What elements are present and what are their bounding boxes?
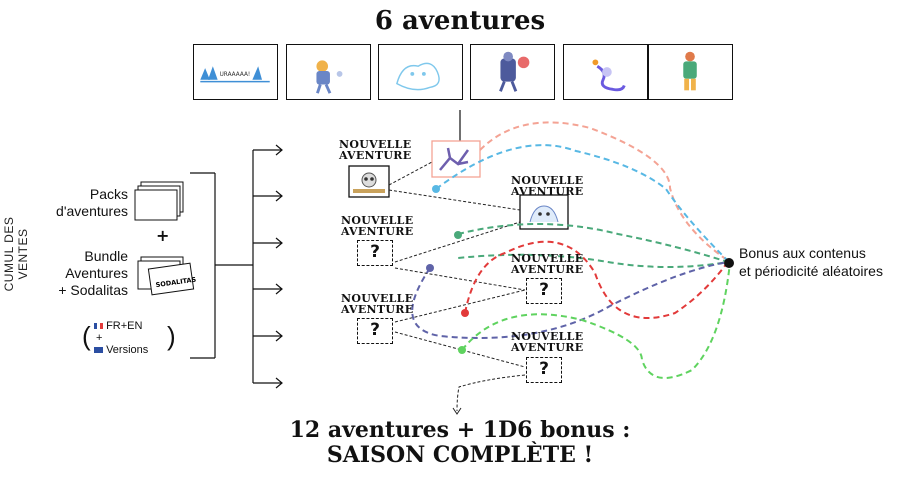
shark-fin-icon: [200, 68, 210, 80]
green-path: [457, 223, 729, 268]
adventure-thumbnail-4: [470, 44, 555, 100]
france-flag-icon: [94, 323, 103, 329]
sales-arrows: [253, 144, 283, 389]
svg-text:URAAAAA!: URAAAAA!: [220, 72, 251, 78]
adventure-thumbnail-1: URAAAAA!: [193, 44, 278, 100]
dashed-connectors: [388, 161, 526, 412]
versions-label: ( FR+EN + Versions ): [82, 320, 176, 356]
footer-text: 12 aventures + 1D6 bonus :SAISON COMPLÈT…: [289, 417, 631, 468]
unknown-adventure-box-2: ?: [526, 278, 562, 304]
title: 6 aventures: [374, 6, 546, 36]
red-path: [464, 240, 728, 319]
lightgreen-path: [461, 261, 731, 379]
side-label: CUMUL DES VENTES: [2, 216, 30, 292]
pack-cards-icon: [134, 181, 184, 221]
adventure-thumbnail-5: [563, 44, 648, 100]
blue-path: [435, 144, 729, 262]
unknown-adventure-box-3: ?: [357, 318, 393, 344]
bird-adventure-box: [431, 140, 481, 178]
unknown-adventure-box-1: ?: [357, 240, 393, 266]
bonus-hub-dot: [724, 258, 734, 268]
adventure-thumbnail-3: [378, 44, 463, 100]
skull-icon: [361, 172, 377, 188]
bundle-cards-icon: [137, 256, 195, 296]
unknown-adventure-box-4: ?: [526, 357, 562, 383]
adventure-thumbnail-2: [286, 44, 371, 100]
uk-flag-icon: [94, 347, 103, 353]
indigo-path: [411, 261, 729, 339]
plus-sign: +: [156, 226, 170, 245]
salmon-path: [479, 121, 731, 263]
adventure-thumbnail-6: [648, 44, 733, 100]
